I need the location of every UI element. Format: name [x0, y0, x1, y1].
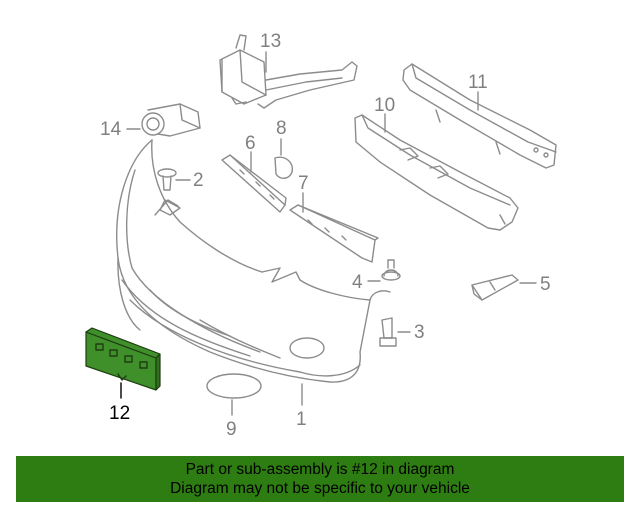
callout-5[interactable]: 5	[540, 274, 551, 295]
info-line-part: Part or sub-assembly is #12 in diagram	[185, 461, 455, 478]
info-banner: Part or sub-assembly is #12 in diagram D…	[16, 456, 624, 502]
parts-diagram	[85, 34, 557, 416]
callout-1[interactable]: 1	[296, 409, 307, 430]
callout-7[interactable]: 7	[298, 173, 309, 194]
bracket-part-6	[221, 154, 287, 213]
reinforcement-part-10	[354, 114, 519, 231]
clip-part-8	[274, 156, 293, 179]
info-line-disclaimer: Diagram may not be specific to your vehi…	[170, 480, 470, 497]
callout-9[interactable]: 9	[226, 419, 237, 440]
callout-4[interactable]: 4	[352, 272, 363, 293]
callout-2[interactable]: 2	[193, 170, 204, 191]
license-bracket-part-12	[85, 327, 161, 391]
callout-10[interactable]: 10	[374, 95, 396, 116]
bracket-part-13	[219, 34, 358, 109]
absorber-part-11	[402, 63, 557, 169]
callout-6[interactable]: 6	[245, 133, 256, 154]
emblem-ring-part-9	[206, 373, 262, 399]
callout-8[interactable]: 8	[276, 118, 287, 139]
callout-12[interactable]: 12	[109, 403, 131, 424]
clip-part-4	[381, 259, 401, 281]
bolt-part-3	[379, 317, 397, 347]
push-clip-part	[157, 168, 177, 191]
bracket-part-5	[471, 274, 519, 301]
callout-11[interactable]: 11	[468, 72, 488, 93]
callout-14[interactable]: 14	[100, 119, 122, 140]
bumper-cover-part	[116, 139, 391, 383]
parking-sensor-part	[141, 103, 201, 137]
callout-13[interactable]: 13	[260, 31, 282, 52]
callout-3[interactable]: 3	[414, 322, 425, 343]
bracket-part-7	[289, 204, 379, 263]
